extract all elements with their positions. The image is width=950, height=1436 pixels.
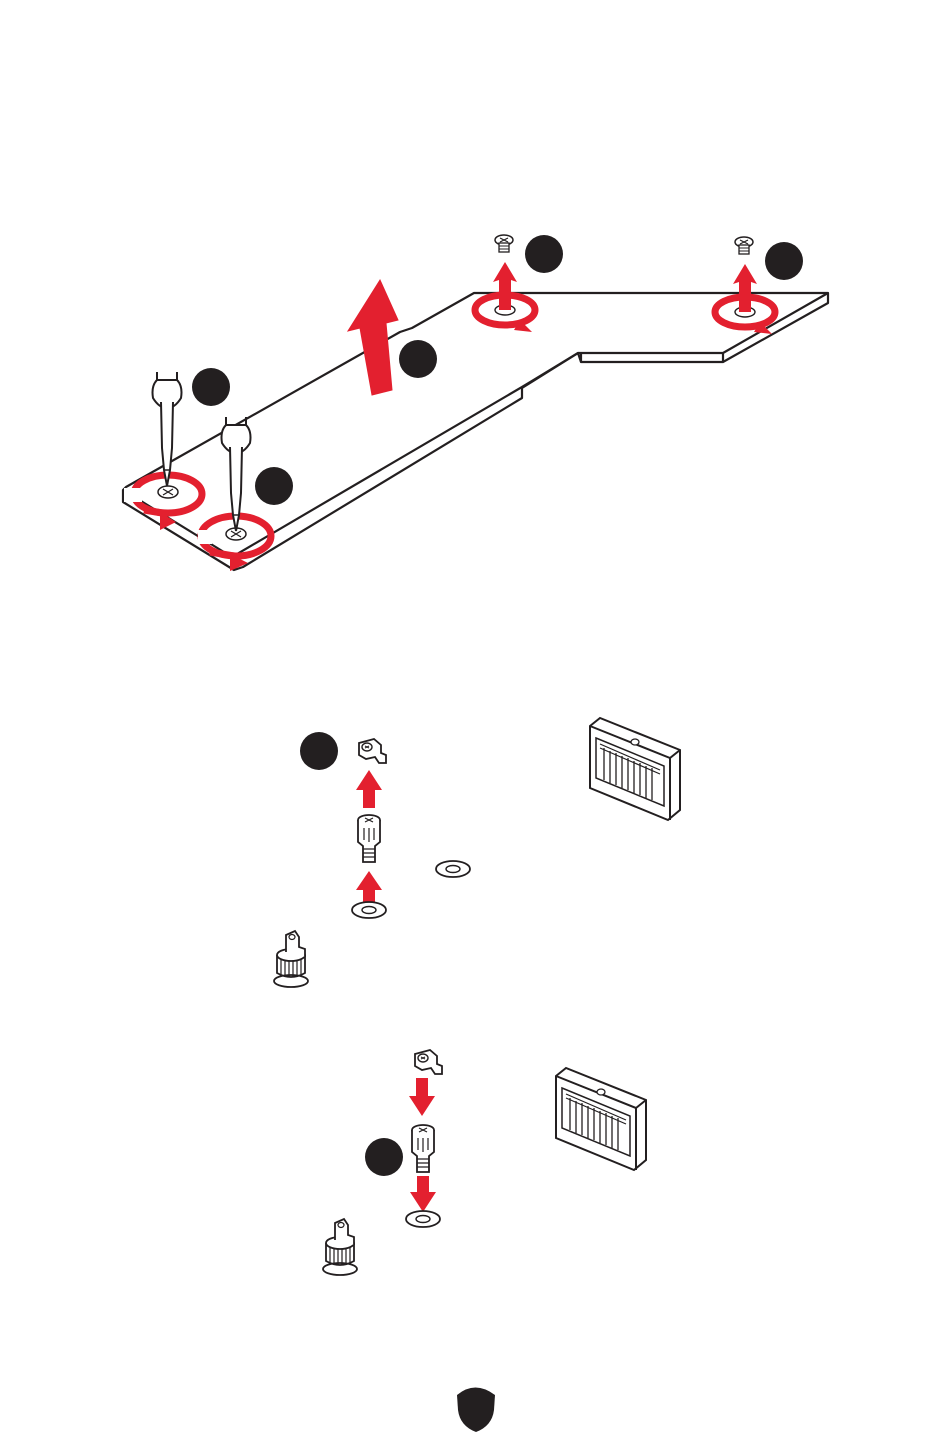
step-badge [525,235,563,273]
step-badge [255,467,293,505]
washer-icon [406,1211,440,1227]
standoff-icon [358,815,380,862]
insert-arrow-icon [410,1176,436,1212]
step-badge [399,340,437,378]
panel-standoff-removal [274,718,680,987]
m2-connector-icon [556,1068,646,1170]
washer-icon [436,861,470,877]
insert-arrow-icon [409,1078,435,1116]
standoff-icon [412,1125,434,1172]
standoff-clip-icon [415,1050,442,1074]
washer-icon [352,902,386,918]
lift-arrow-icon [356,770,382,808]
panel-standoff-install [323,1050,646,1275]
step-badge [192,368,230,406]
msi-shield-icon [457,1388,495,1433]
step-badge [365,1138,403,1176]
standoff-clip-icon [359,739,386,763]
step-badge [765,242,803,280]
standoff-icon [274,931,308,987]
lift-arrow-icon [356,871,382,904]
standoff-icon [323,1219,357,1275]
step-badge [300,732,338,770]
panel-heatsink-removal [123,235,828,571]
m2-connector-icon [590,718,680,820]
